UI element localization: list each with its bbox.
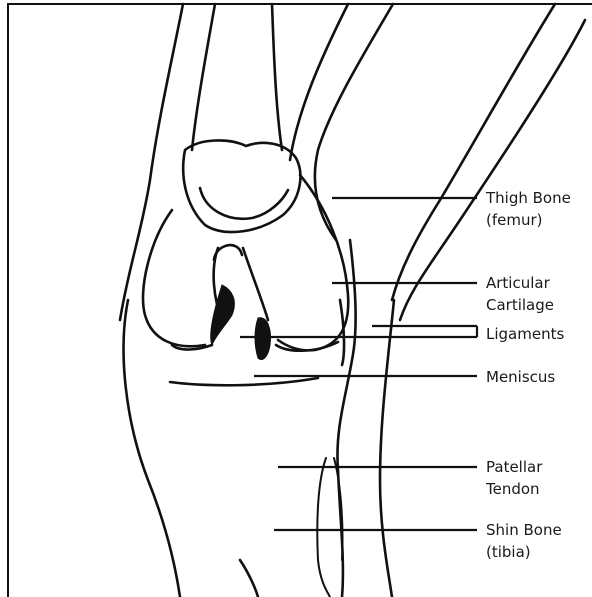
thigh-back-outline	[392, 4, 555, 300]
label-thigh-bone-line1: Thigh Bone	[486, 187, 571, 209]
cruciate-ligament-back	[255, 318, 271, 360]
label-meniscus-line1: Meniscus	[486, 366, 555, 388]
tibia-right-outline	[337, 240, 355, 597]
label-ligaments: Ligaments	[486, 323, 564, 345]
thigh-muscle-line	[315, 4, 393, 240]
patella-inner-curve	[200, 188, 288, 219]
label-shin-bone-line2: (tibia)	[486, 541, 562, 563]
label-articular-cartilage-line2: Cartilage	[486, 294, 554, 316]
label-patellar-tendon-line1: Patellar	[486, 456, 542, 478]
meniscus-line	[170, 378, 318, 385]
thigh-left-outline	[120, 4, 183, 320]
label-articular-cartilage-line1: Articular	[486, 272, 554, 294]
label-ligaments-line1: Ligaments	[486, 323, 564, 345]
femur-right-edge	[272, 4, 282, 150]
femur-left-edge	[192, 4, 215, 150]
label-meniscus: Meniscus	[486, 366, 555, 388]
thigh-inner-line	[290, 4, 348, 160]
shin-inner-line	[240, 560, 258, 597]
label-patellar-tendon-line2: Tendon	[486, 478, 542, 500]
label-thigh-bone-line2: (femur)	[486, 209, 571, 231]
notch-right	[243, 248, 268, 320]
label-shin-bone-line1: Shin Bone	[486, 519, 562, 541]
femur-condyle-right	[278, 175, 348, 350]
label-shin-bone: Shin Bone (tibia)	[486, 519, 562, 563]
femur-condyle-left	[143, 210, 205, 346]
patellar-tendon-left	[317, 458, 330, 597]
label-patellar-tendon: Patellar Tendon	[486, 456, 542, 500]
label-thigh-bone: Thigh Bone (femur)	[486, 187, 571, 231]
calf-outline	[380, 300, 394, 597]
label-articular-cartilage: Articular Cartilage	[486, 272, 554, 316]
